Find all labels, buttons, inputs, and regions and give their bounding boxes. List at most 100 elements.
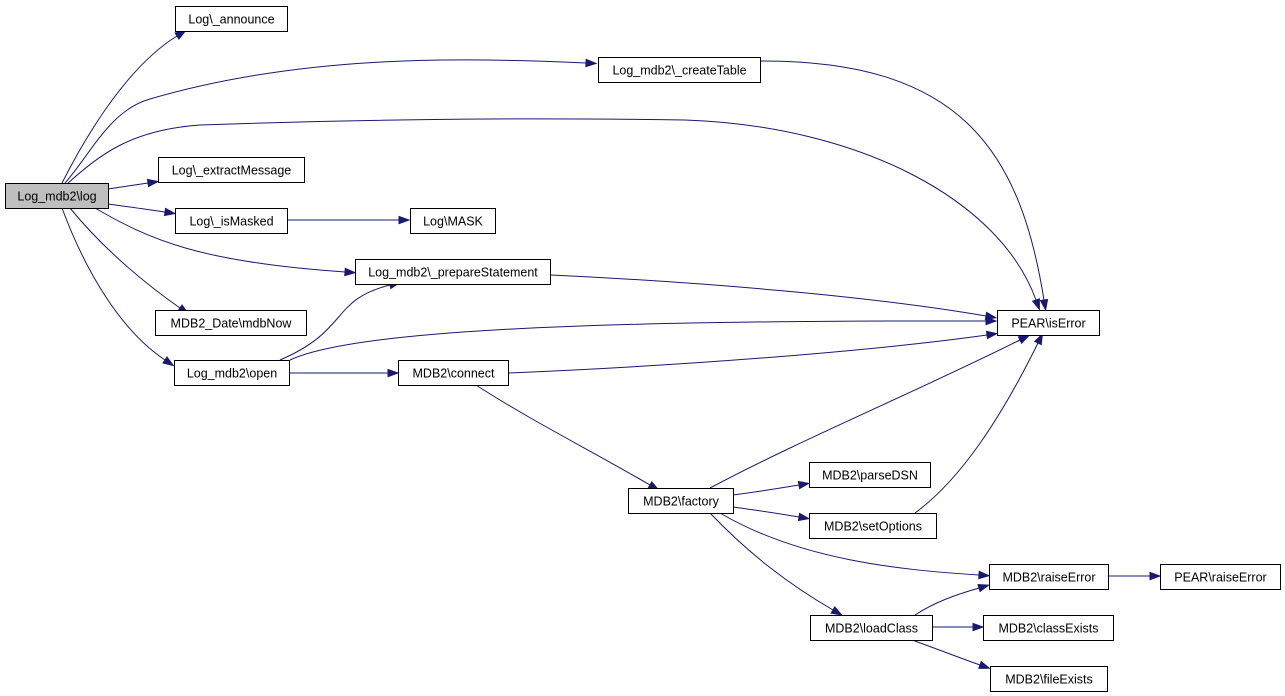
node-setOptions[interactable]: MDB2\setOptions	[809, 513, 937, 539]
node-label: MDB2\loadClass	[825, 622, 918, 636]
node-announce[interactable]: Log\_announce	[175, 6, 288, 32]
edge-loadClass-to-classExists	[932, 622, 985, 632]
edge-line	[279, 284, 391, 361]
edge-line	[914, 342, 1039, 514]
edge-factory-to-loadClass	[709, 512, 843, 616]
node-box	[355, 259, 551, 285]
edge-arrowhead	[163, 207, 177, 217]
node-box	[628, 488, 734, 514]
edge-isMasked-to-mask	[288, 215, 411, 225]
edge-factory-to-isError	[709, 334, 1031, 489]
edge-log-to-open	[61, 207, 175, 367]
node-label: PEAR\isError	[1011, 317, 1085, 331]
edge-line	[709, 339, 1021, 489]
edge-line	[475, 384, 651, 486]
node-label: Log_mdb2\_createTable	[612, 64, 746, 78]
edge-log-to-isError	[67, 118, 1040, 311]
edge-log-to-announce	[61, 29, 187, 184]
edge-prepareStatement-to-isError	[550, 274, 998, 321]
edge-arrowhead	[1033, 332, 1044, 346]
node-box	[1160, 564, 1281, 590]
node-factory[interactable]: MDB2\factory	[628, 488, 734, 514]
edge-line	[61, 207, 166, 361]
edge-line	[107, 182, 149, 190]
edge-arrowhead	[972, 622, 985, 632]
node-box	[990, 666, 1108, 692]
edge-log-to-mdbNow	[69, 207, 190, 315]
node-raiseError[interactable]: MDB2\raiseError	[989, 564, 1109, 590]
edge-arrowhead	[585, 58, 598, 68]
node-box	[809, 513, 937, 539]
edge-line	[289, 320, 987, 361]
edge-arrowhead	[797, 512, 811, 522]
node-mask[interactable]: Log\MASK	[410, 208, 496, 234]
node-isMasked[interactable]: Log\_isMasked	[175, 208, 288, 234]
node-box	[997, 310, 1100, 336]
node-pearRaiseError[interactable]: PEAR\raiseError	[1160, 564, 1281, 590]
edge-line	[550, 274, 987, 317]
edge-log-to-prepareStatement	[94, 207, 357, 277]
node-box	[5, 183, 109, 209]
edge-arrowhead	[344, 267, 357, 277]
edge-open-to-isError	[289, 316, 998, 361]
edge-arrowhead	[978, 660, 991, 669]
edge-arrowhead	[985, 316, 998, 326]
edge-line	[759, 60, 1045, 301]
node-box	[810, 615, 933, 641]
edge-raiseError-to-pearRaiseError	[1108, 571, 1162, 581]
edge-line	[732, 484, 800, 496]
node-label: Log\_isMasked	[189, 215, 273, 229]
edge-arrowhead	[398, 215, 411, 225]
node-extractMessage[interactable]: Log\_extractMessage	[158, 157, 305, 183]
edge-connect-to-factory	[475, 384, 660, 491]
node-open[interactable]: Log_mdb2\open	[174, 360, 290, 386]
edge-arrowhead	[797, 480, 811, 490]
node-box	[983, 615, 1114, 641]
edge-log-to-isMasked	[107, 203, 177, 217]
node-fileExists[interactable]: MDB2\fileExists	[990, 666, 1108, 692]
edge-loadClass-to-fileExists	[911, 639, 991, 669]
edge-arrowhead	[978, 570, 991, 580]
edge-line	[508, 334, 988, 374]
edge-factory-to-setOptions	[732, 506, 811, 522]
edge-line	[911, 639, 981, 666]
node-label: MDB2\connect	[413, 367, 496, 381]
edge-arrowhead	[985, 330, 999, 340]
node-prepareStatement[interactable]: Log_mdb2\_prepareStatement	[355, 259, 551, 285]
edge-arrowhead	[1149, 571, 1162, 581]
edge-connect-to-isError	[508, 330, 999, 374]
node-log[interactable]: Log_mdb2\log	[5, 183, 109, 209]
node-box	[398, 360, 509, 386]
node-connect[interactable]: MDB2\connect	[398, 360, 509, 386]
edge-line	[69, 207, 181, 309]
node-label: MDB2\raiseError	[1002, 571, 1095, 585]
node-label: MDB2_Date\mdbNow	[171, 317, 293, 331]
node-label: MDB2\factory	[643, 495, 719, 509]
node-label: PEAR\raiseError	[1174, 571, 1266, 585]
edge-arrowhead	[162, 356, 175, 367]
edge-arrowhead	[977, 584, 991, 593]
node-label: MDB2\parseDSN	[822, 469, 918, 483]
call-graph-edges	[61, 29, 1162, 669]
node-label: MDB2\fileExists	[1005, 673, 1093, 687]
node-label: Log_mdb2\log	[17, 190, 96, 204]
node-label: Log_mdb2\open	[187, 367, 277, 381]
edge-loadClass-to-raiseError	[914, 584, 991, 616]
node-label: Log\_announce	[188, 13, 274, 27]
node-loadClass[interactable]: MDB2\loadClass	[810, 615, 933, 641]
node-box	[155, 310, 307, 336]
node-isError[interactable]: PEAR\isError	[997, 310, 1100, 336]
edge-line	[732, 506, 800, 518]
node-mdbNow[interactable]: MDB2_Date\mdbNow	[155, 310, 307, 336]
node-label: Log\MASK	[423, 215, 483, 229]
node-box	[410, 208, 496, 234]
node-createTable[interactable]: Log_mdb2\_createTable	[598, 57, 761, 83]
node-box	[175, 6, 288, 32]
edge-log-to-extractMessage	[107, 178, 160, 190]
node-parseDSN[interactable]: MDB2\parseDSN	[809, 462, 931, 488]
edge-arrowhead	[830, 606, 843, 616]
node-classExists[interactable]: MDB2\classExists	[983, 615, 1114, 641]
node-box	[175, 208, 288, 234]
node-label: MDB2\classExists	[998, 622, 1098, 636]
